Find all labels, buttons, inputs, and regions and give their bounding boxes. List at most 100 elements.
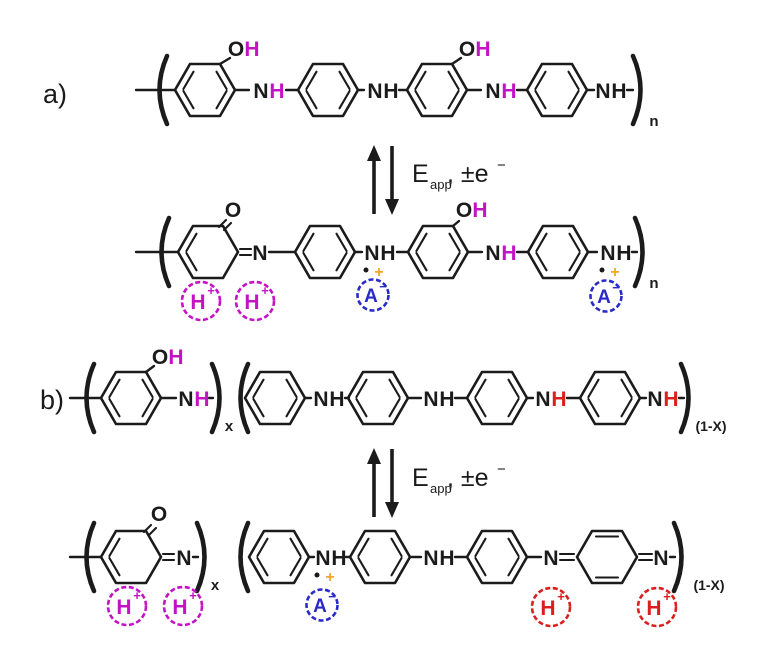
quinoid-ring <box>99 529 163 585</box>
panel-a-label: a) <box>43 79 67 109</box>
atom-N: N <box>485 242 500 265</box>
panel-a-reduced-structure: a) O H N H N H O H N H N H n <box>43 38 659 130</box>
atom-H: H <box>439 388 454 411</box>
repeat-subscript-n: n <box>649 113 658 130</box>
benzene-ring <box>173 62 237 118</box>
atom-N: N <box>485 80 500 103</box>
atom-O: O <box>225 199 241 222</box>
atom-N: N <box>423 388 438 411</box>
atom-H: H <box>383 80 398 103</box>
repeat-subscript-1-x: (1-X) <box>695 418 726 434</box>
atom-N: N <box>364 242 379 265</box>
down-arrow-icon <box>385 502 399 518</box>
atom-H: H <box>439 547 454 570</box>
panel-b-oxidized-structure: O N x N H + N H N N (1-X) H + H + A − H <box>68 503 725 628</box>
h-plus-ion: H + <box>162 585 204 627</box>
panel-b-reduced-structure: b) O H N H x N H N H <box>40 346 727 435</box>
svg-text:−: − <box>328 589 336 604</box>
atom-H-magenta: H <box>168 346 183 369</box>
svg-text:H: H <box>244 291 259 314</box>
eapp-label: E <box>412 160 429 188</box>
svg-text:+: + <box>189 588 197 603</box>
radical-dot <box>363 267 369 273</box>
benzene-ring <box>465 529 529 585</box>
benzene-ring <box>293 224 357 280</box>
atom-N: N <box>653 547 668 570</box>
benzene-ring <box>296 62 360 118</box>
repeat-subscript-x: x <box>211 577 220 594</box>
h-plus-ion-red: H + <box>636 586 678 628</box>
svg-text:A: A <box>313 596 327 617</box>
atom-N: N <box>176 547 191 570</box>
atom-N: N <box>367 80 382 103</box>
h-plus-ion: H + <box>106 585 148 627</box>
atom-H: H <box>331 547 346 570</box>
atom-H: H <box>329 388 344 411</box>
atom-N: N <box>178 388 193 411</box>
svg-text:H: H <box>646 597 661 620</box>
quinoid-ring <box>575 529 639 585</box>
eapp-label: E <box>412 464 429 492</box>
atom-H-red: H <box>663 388 678 411</box>
atom-H-magenta: H <box>244 38 259 61</box>
atom-N: N <box>543 547 558 570</box>
svg-text:+: + <box>557 589 565 604</box>
radical-cation-plus: + <box>325 569 334 586</box>
atom-N: N <box>535 388 550 411</box>
atom-H: H <box>380 242 395 265</box>
svg-text:+: + <box>207 283 215 298</box>
atom-H-magenta: H <box>194 388 209 411</box>
atom-H-red: H <box>551 388 566 411</box>
backbone-bonds <box>134 56 635 92</box>
atom-H-magenta: H <box>501 242 516 265</box>
svg-text:+: + <box>261 283 269 298</box>
atom-O: O <box>151 503 167 526</box>
repeat-subscript-1-x: (1-X) <box>693 577 724 593</box>
h-plus-ion-red: H + <box>530 586 572 628</box>
benzene-ring <box>578 370 642 426</box>
atom-H-magenta: H <box>475 38 490 61</box>
atom-H: H <box>616 242 631 265</box>
panel-b-label: b) <box>40 385 64 415</box>
up-arrow-icon <box>367 448 381 464</box>
benzene-ring <box>526 224 590 280</box>
electron-label: , ±e <box>447 160 489 188</box>
svg-text:−: − <box>612 280 620 295</box>
svg-text:A: A <box>364 286 378 307</box>
atom-O: O <box>228 38 244 61</box>
svg-text:−: − <box>379 279 387 294</box>
electron-superscript: − <box>497 461 506 478</box>
svg-text:+: + <box>133 588 141 603</box>
atom-N: N <box>313 388 328 411</box>
benzene-ring <box>247 529 311 585</box>
atom-N: N <box>423 547 438 570</box>
repeat-subscript-x: x <box>225 418 234 435</box>
svg-text:+: + <box>663 589 671 604</box>
radical-dot <box>314 572 320 578</box>
benzene-ring <box>525 62 589 118</box>
eapp-subscript: app <box>430 481 452 496</box>
benzene-ring <box>348 529 412 585</box>
atom-N: N <box>595 80 610 103</box>
benzene-ring <box>465 370 529 426</box>
electron-label: , ±e <box>447 464 489 492</box>
down-arrow-icon <box>385 199 399 215</box>
radical-dot <box>599 267 605 273</box>
electron-superscript: − <box>497 157 506 174</box>
benzene-ring <box>243 370 307 426</box>
radical-cation-plus: + <box>610 264 619 281</box>
radical-cation-plus: + <box>374 264 383 281</box>
repeat-bracket-left <box>241 523 249 591</box>
atom-H-magenta: H <box>501 80 516 103</box>
equilibrium-arrows-b: E app , ±e − <box>367 448 506 518</box>
benzene-ring <box>405 62 469 118</box>
atom-N: N <box>252 242 267 265</box>
atom-O: O <box>459 38 475 61</box>
atom-N: N <box>315 547 330 570</box>
atom-H: H <box>611 80 626 103</box>
a-minus-ion: A − <box>589 279 623 313</box>
svg-text:H: H <box>190 291 205 314</box>
quinoid-ring <box>176 224 240 280</box>
atom-N: N <box>253 80 268 103</box>
